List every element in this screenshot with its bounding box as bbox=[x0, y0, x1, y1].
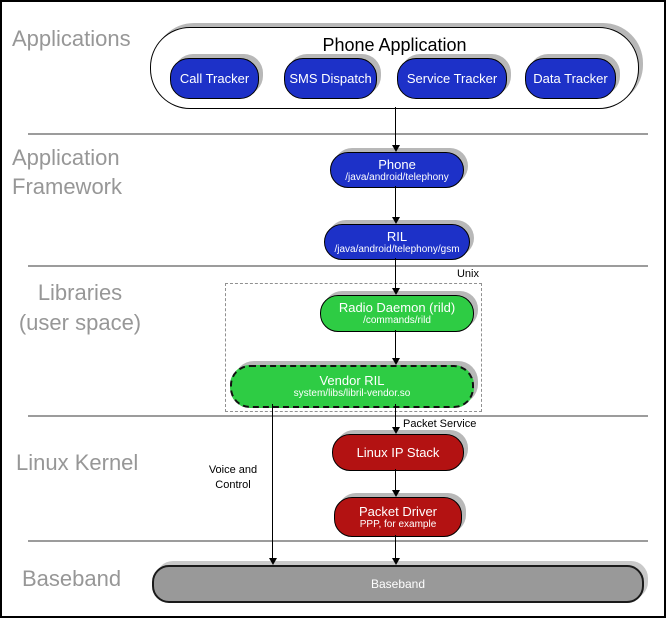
layer-label-baseband: Baseband bbox=[22, 566, 122, 591]
layer-label-application-framework: Application Framework bbox=[12, 143, 122, 201]
voice-control-label-line1: Voice and bbox=[208, 464, 258, 476]
divider-framework-libraries bbox=[28, 265, 648, 267]
arrow-vendorril-to-ipstack-line bbox=[395, 404, 396, 428]
phone-application-title: Phone Application bbox=[322, 35, 467, 55]
arrow-packetdriver-to-baseband-head bbox=[392, 558, 400, 565]
node-data-tracker-label: Data Tracker bbox=[533, 71, 608, 86]
layer-label-linux-kernel: Linux Kernel bbox=[16, 450, 139, 475]
packet-service-label: Packet Service bbox=[403, 418, 477, 430]
divider-applications-framework bbox=[28, 133, 648, 135]
node-packet-driver-title: Packet Driver bbox=[358, 503, 438, 519]
arrow-vendorril-to-ipstack-head bbox=[392, 427, 400, 434]
arrow-ril-to-radiodaemon-line bbox=[395, 258, 396, 289]
voice-control-label-line2: Control bbox=[215, 479, 251, 491]
arrow-ipstack-to-packetdriver-head bbox=[392, 490, 400, 497]
unix-boundary-box bbox=[225, 283, 482, 412]
node-ril: RIL /java/android/telephony/gsm bbox=[324, 224, 470, 260]
arrow-phoneapp-to-phone-head bbox=[392, 145, 400, 152]
node-service-tracker-label: Service Tracker bbox=[406, 71, 498, 86]
node-radio-daemon: Radio Daemon (rild) /commands/rild bbox=[320, 295, 474, 332]
arrow-vendorril-to-baseband-head bbox=[269, 558, 277, 565]
layer-label-applications: Applications bbox=[12, 26, 131, 51]
node-sms-dispatch-label: SMS Dispatch bbox=[289, 71, 372, 86]
arrow-packetdriver-to-baseband-line bbox=[395, 535, 396, 559]
arrow-phone-to-ril-head bbox=[392, 217, 400, 224]
divider-kernel-baseband bbox=[28, 540, 648, 542]
arrow-ipstack-to-packetdriver-line bbox=[395, 469, 396, 491]
divider-libraries-kernel bbox=[28, 415, 648, 417]
node-phone-title: Phone bbox=[378, 156, 416, 172]
node-data-tracker: Data Tracker bbox=[525, 58, 616, 99]
node-ril-title: RIL bbox=[386, 228, 408, 244]
node-phone: Phone /java/android/telephony bbox=[330, 152, 464, 188]
node-ril-subtitle: /java/android/telephony/gsm bbox=[334, 243, 460, 255]
node-radio-daemon-title: Radio Daemon (rild) bbox=[338, 300, 456, 315]
arrow-phone-to-ril-line bbox=[395, 186, 396, 218]
arrow-radiodaemon-to-vendorril-line bbox=[395, 330, 396, 359]
arrow-vendorril-to-baseband-line bbox=[272, 404, 273, 559]
node-packet-driver-subtitle: PPP, for example bbox=[359, 518, 437, 530]
arrow-radiodaemon-to-vendorril-head bbox=[392, 358, 400, 365]
voice-control-label: Voice and Control bbox=[202, 463, 264, 493]
node-phone-subtitle: /java/android/telephony bbox=[345, 171, 449, 183]
node-baseband-bar: Baseband bbox=[152, 565, 644, 603]
node-call-tracker-label: Call Tracker bbox=[179, 71, 250, 86]
node-linux-ip-stack: Linux IP Stack bbox=[332, 434, 464, 471]
node-service-tracker: Service Tracker bbox=[397, 58, 507, 99]
layer-label-framework-line2: Framework bbox=[12, 174, 123, 199]
node-vendor-ril-title: Vendor RIL bbox=[319, 373, 385, 388]
layer-label-libraries-line1: Libraries bbox=[37, 280, 123, 305]
layer-label-framework-line1: Application bbox=[12, 145, 120, 170]
node-call-tracker: Call Tracker bbox=[170, 58, 259, 99]
layer-label-libraries: Libraries (user space) bbox=[8, 278, 152, 338]
layer-label-libraries-line2: (user space) bbox=[18, 310, 142, 335]
arrow-ril-to-radiodaemon-head bbox=[392, 288, 400, 295]
node-baseband-bar-title: Baseband bbox=[370, 576, 426, 591]
node-vendor-ril-subtitle: system/libs/libril-vendor.so bbox=[293, 388, 411, 399]
node-vendor-ril: Vendor RIL system/libs/libril-vendor.so bbox=[230, 365, 474, 408]
node-linux-ip-stack-title: Linux IP Stack bbox=[356, 445, 440, 460]
node-sms-dispatch: SMS Dispatch bbox=[284, 58, 377, 99]
unix-label: Unix bbox=[456, 268, 479, 280]
arrow-phoneapp-to-phone-line bbox=[395, 107, 396, 146]
node-packet-driver: Packet Driver PPP, for example bbox=[334, 497, 462, 537]
node-radio-daemon-subtitle: /commands/rild bbox=[363, 315, 431, 326]
